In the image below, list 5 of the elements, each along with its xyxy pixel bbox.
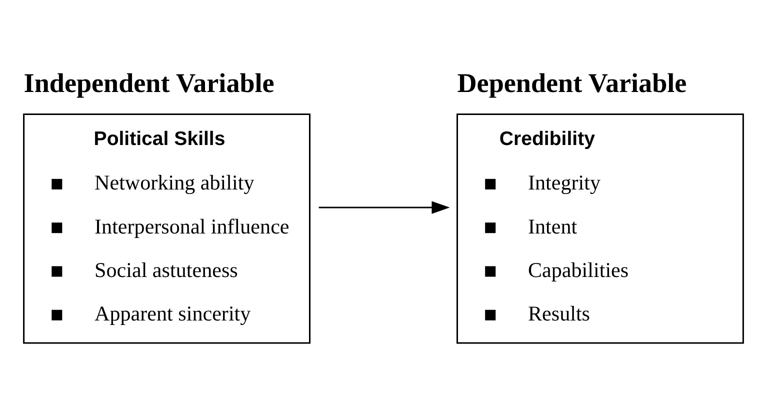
node-box: Credibility Integrity Intent Capabilities Results — [456, 112, 744, 344]
arrow — [318, 200, 450, 214]
node-box: Political Skills Networking ability Interpersonal influence Social astuteness Apparent sincerity — [23, 112, 310, 344]
node-label: Independent Variable — [24, 68, 274, 98]
node-label: Dependent Variable — [457, 68, 687, 98]
